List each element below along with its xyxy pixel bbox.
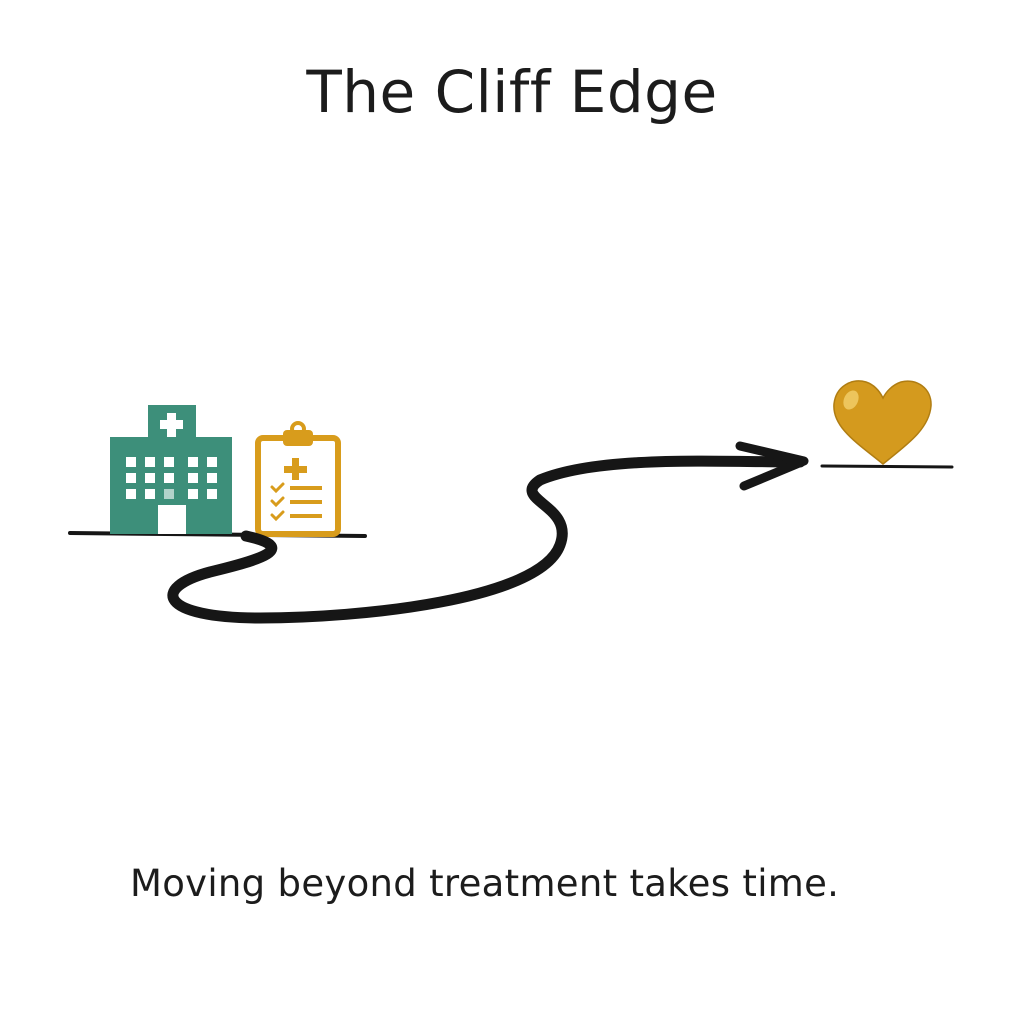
winding-path [167,455,806,624]
destination-ground-line [820,464,954,469]
heart-icon [833,380,932,465]
hospital-icon [110,405,232,534]
clipboard-icon [255,421,341,537]
page-title: The Cliff Edge [306,58,718,126]
path-arrowhead [735,441,809,491]
caption-text: Moving beyond treatment takes time. [130,862,840,905]
